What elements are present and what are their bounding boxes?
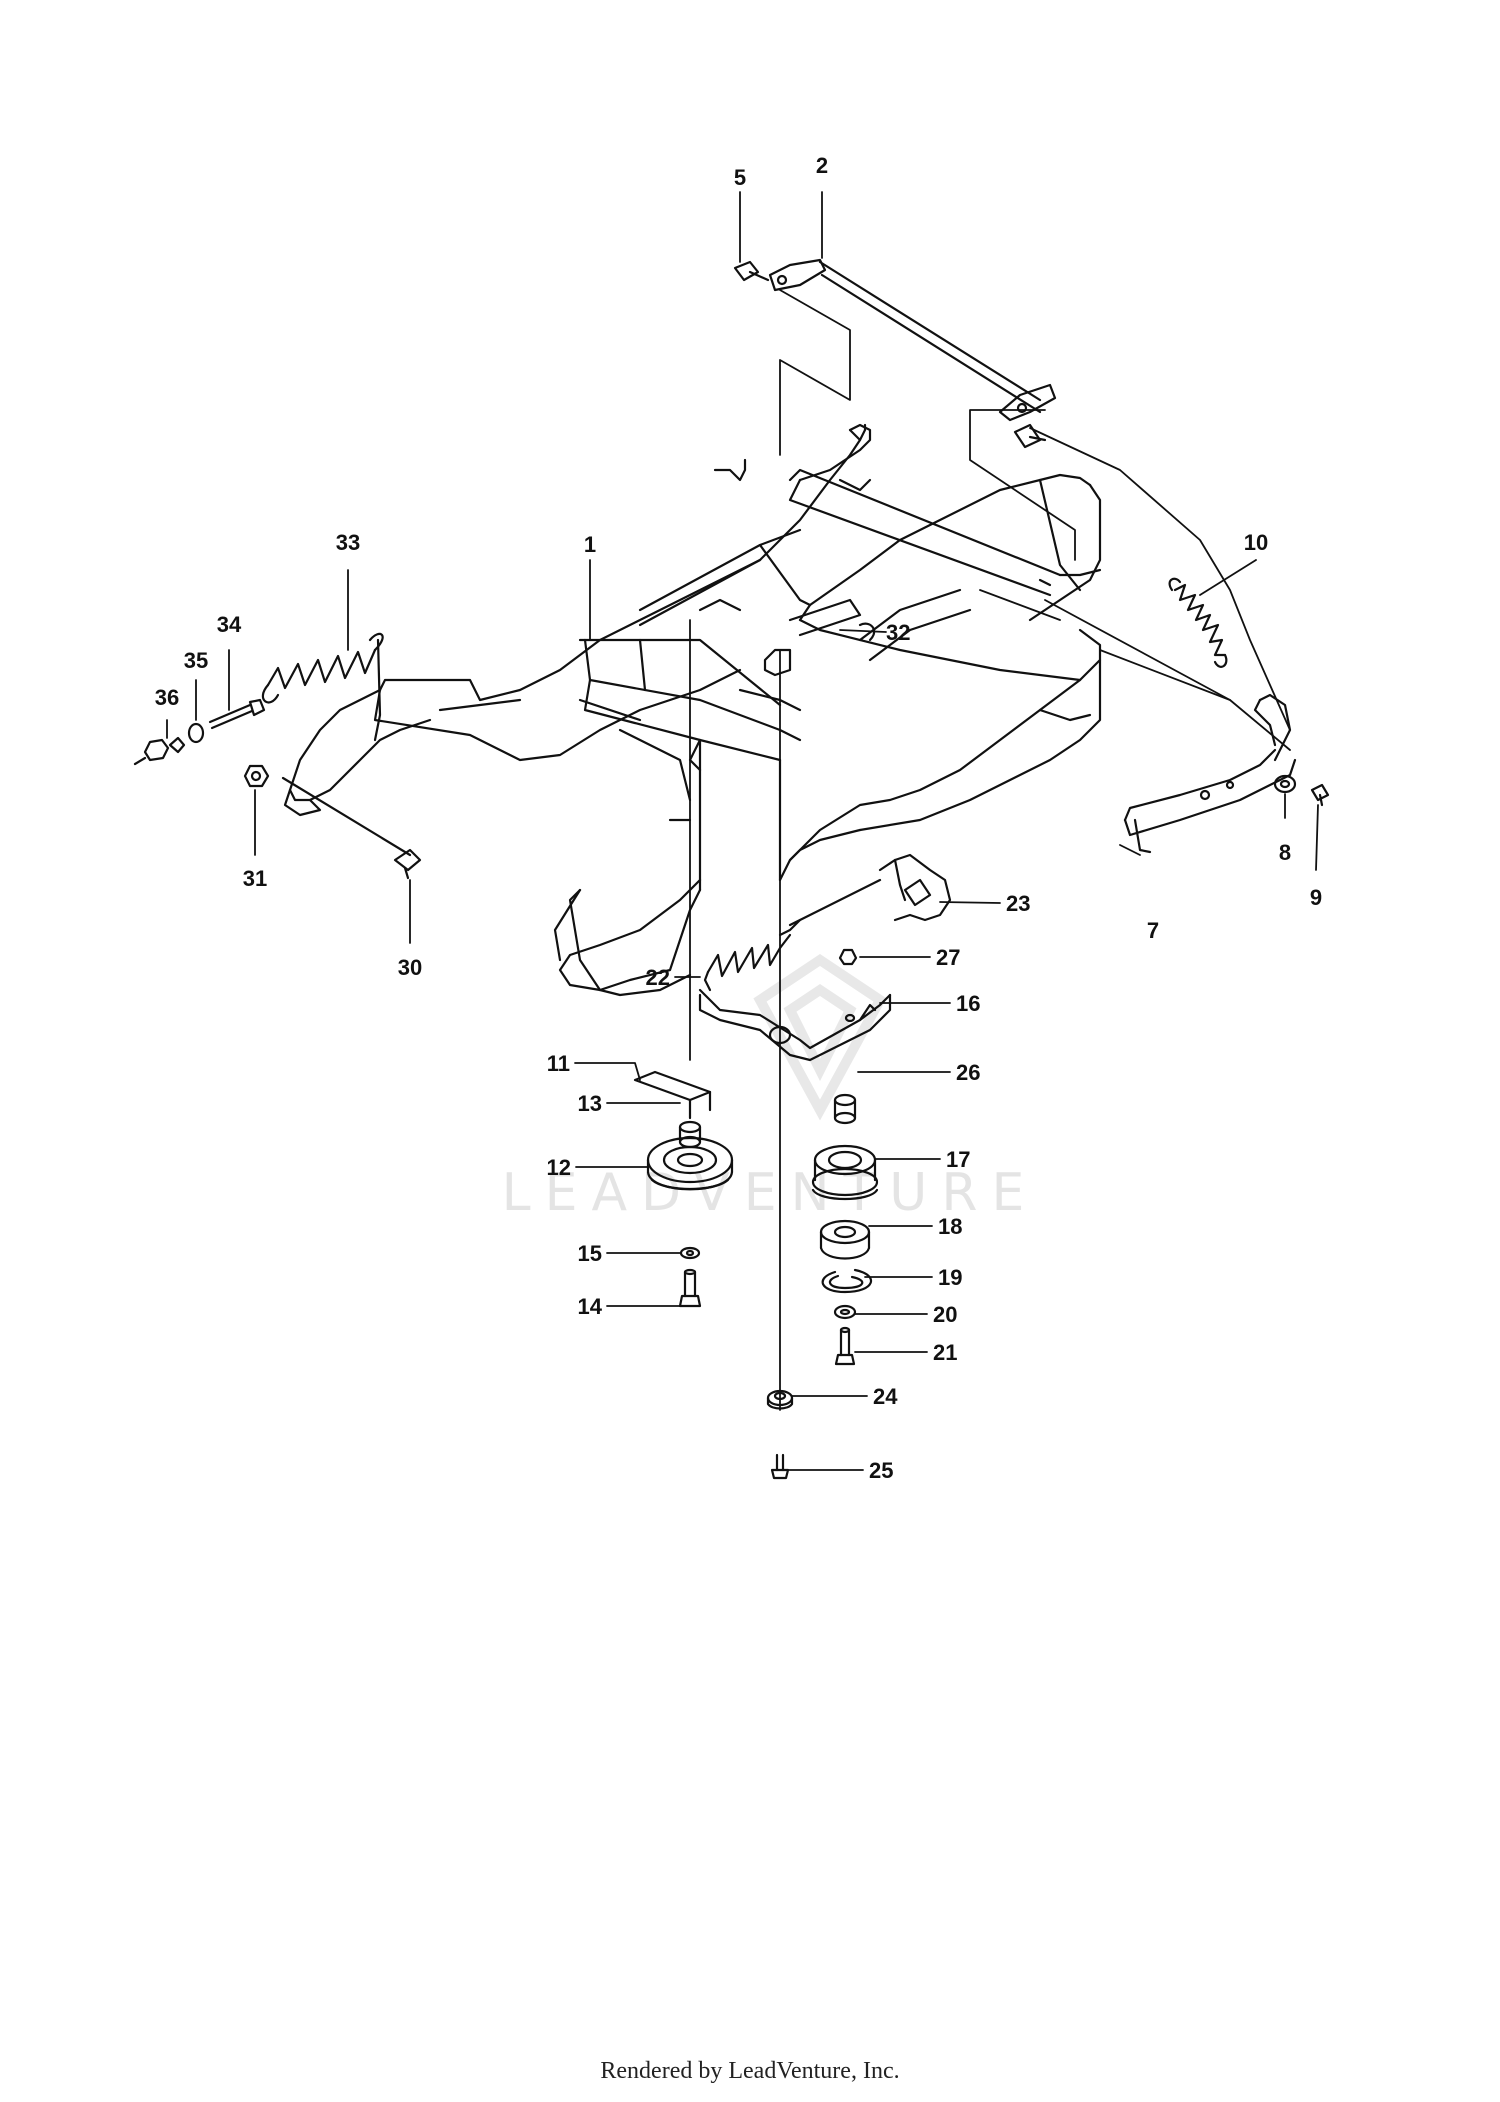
bolt-part-34 <box>208 698 266 730</box>
pulley-part-12 <box>646 1136 734 1191</box>
bolt-part-14 <box>678 1268 702 1308</box>
spacer-part-26 <box>833 1093 857 1125</box>
callout-36: 36 <box>155 685 179 710</box>
callout-17: 17 <box>946 1147 970 1172</box>
callout-16: 16 <box>956 991 980 1016</box>
callout-11: 11 <box>547 1051 570 1076</box>
watermark-text: LEADVENTURE <box>502 1163 1039 1223</box>
callout-24: 24 <box>873 1384 898 1409</box>
spring-part-22 <box>703 933 792 992</box>
washer-part-8 <box>1273 774 1297 794</box>
callout-35: 35 <box>184 648 208 673</box>
callout-31: 31 <box>243 866 267 891</box>
nut-part-31 <box>243 764 270 788</box>
callout-5: 5 <box>734 165 746 190</box>
watermark: LEADVENTURE <box>502 953 1039 1223</box>
nut-part-36 <box>133 736 186 766</box>
bolt-part-25 <box>770 1453 790 1480</box>
footer-credit: Rendered by LeadVenture, Inc. <box>600 2058 900 2084</box>
belt-guide-part-11 <box>633 1070 712 1120</box>
bolt-part-30 <box>281 776 422 880</box>
bolt-part-9 <box>1310 783 1330 807</box>
idler-arm-part-16 <box>698 988 892 1062</box>
bolt-part-5 <box>733 260 770 282</box>
callout-32: 32 <box>886 620 910 645</box>
callout-13: 13 <box>578 1091 602 1116</box>
callout-25: 25 <box>869 1458 893 1483</box>
callout-30: 30 <box>398 955 422 980</box>
callout-2: 2 <box>816 153 828 178</box>
lever-arm-part-7 <box>1123 693 1297 854</box>
washer-part-15 <box>679 1246 701 1260</box>
callout-20: 20 <box>933 1302 957 1327</box>
deck-frame <box>283 423 1102 997</box>
callout-27: 27 <box>936 945 960 970</box>
washer-part-20 <box>833 1304 857 1320</box>
callout-12: 12 <box>547 1155 571 1180</box>
link-bolt <box>1013 423 1047 449</box>
callout-7: 7 <box>1147 918 1159 943</box>
spacer-part-13 <box>678 1120 702 1149</box>
leader-lines <box>166 191 1319 1471</box>
callout-23: 23 <box>1006 891 1030 916</box>
callout-labels: 5 2 1 10 7 8 9 33 34 35 36 31 30 32 23 2… <box>155 153 1322 1483</box>
callout-19: 19 <box>938 1265 962 1290</box>
cable-part-23 <box>778 853 952 937</box>
pin-part-32 <box>763 598 876 677</box>
spring-part-10 <box>1168 577 1228 668</box>
washer-part-35 <box>187 722 205 744</box>
washer-part-24 <box>766 1389 794 1410</box>
callout-1: 1 <box>584 532 596 557</box>
callout-22: 22 <box>646 965 670 990</box>
lift-link <box>768 258 1057 422</box>
callout-21: 21 <box>933 1340 957 1365</box>
spring-part-33 <box>261 632 384 742</box>
idler-pulley-part-17 <box>811 1144 879 1200</box>
nut-part-27 <box>838 948 858 966</box>
callout-9: 9 <box>1310 885 1322 910</box>
assembly-guides <box>689 289 1291 1411</box>
callout-14: 14 <box>578 1294 603 1319</box>
callout-26: 26 <box>956 1060 980 1085</box>
callout-8: 8 <box>1279 840 1291 865</box>
snap-ring-part-19 <box>821 1268 873 1294</box>
bolt-part-21 <box>834 1326 856 1366</box>
callout-15: 15 <box>578 1241 602 1266</box>
callout-34: 34 <box>217 612 242 637</box>
bearing-part-18 <box>819 1219 871 1260</box>
callout-10: 10 <box>1244 530 1268 555</box>
callout-33: 33 <box>336 530 360 555</box>
callout-18: 18 <box>938 1214 962 1239</box>
